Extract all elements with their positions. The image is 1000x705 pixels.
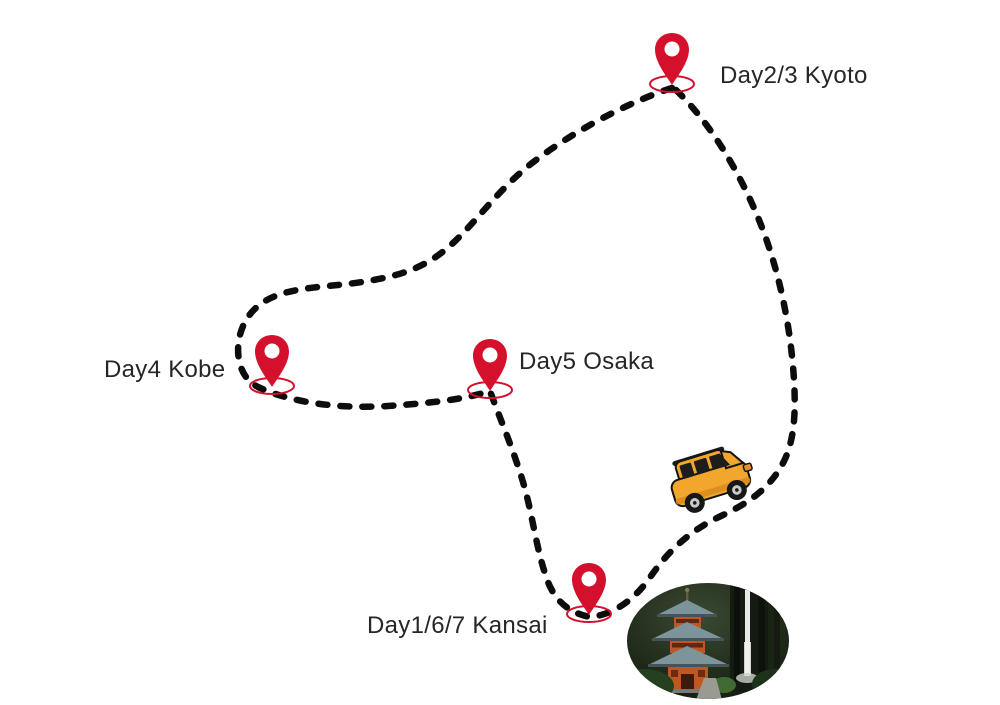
- map-pin-icon: [467, 339, 513, 399]
- map-pin-kyoto: [648, 32, 696, 94]
- map-pin-osaka: [466, 338, 514, 400]
- map-pin-kobe: [248, 334, 296, 396]
- waterfall: [745, 590, 750, 676]
- pagoda-waterfall-photo: [626, 582, 790, 700]
- map-pin-icon: [249, 335, 295, 395]
- stop-label-osaka: Day5 Osaka: [519, 348, 655, 375]
- stop-label-kobe: Day4 Kobe: [104, 356, 226, 383]
- car-icon: [664, 442, 760, 522]
- map-pin-icon: [566, 563, 612, 623]
- pagoda: [648, 587, 729, 693]
- photo-content: [627, 583, 789, 699]
- map-pin-kansai: [565, 562, 613, 624]
- stop-label-kyoto: Day2/3 Kyoto: [720, 62, 868, 89]
- route-path: [234, 84, 798, 621]
- stop-label-kansai: Day1/6/7 Kansai: [367, 612, 548, 639]
- map-pin-icon: [649, 33, 695, 93]
